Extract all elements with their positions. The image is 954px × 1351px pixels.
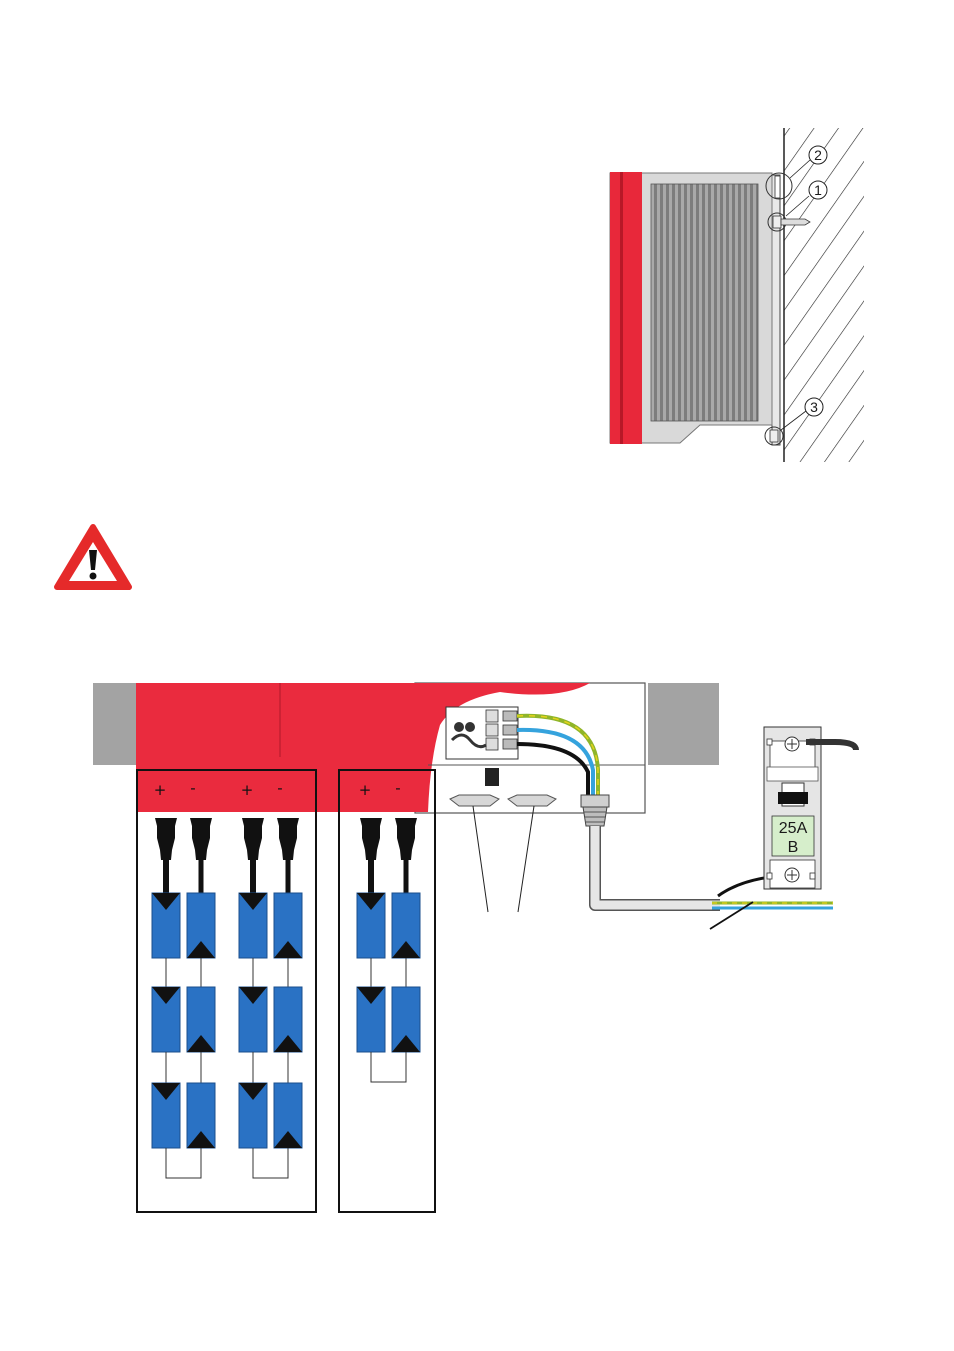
front-cover-red [610,172,642,444]
callout-3-label: 3 [810,399,818,415]
ac-terminal-block [445,706,519,760]
pv-string: +- [151,779,216,1179]
inverter-red-cover [136,683,590,812]
minus-connector [277,818,299,860]
down-arrow-icon [152,1083,180,1100]
ac-cable [589,826,720,911]
plus-connector [155,818,177,860]
blanking-plug-left [449,794,500,807]
pv-string-group: +-+- [136,769,317,1213]
bracket-hook-icon [765,172,793,200]
plus-connector [242,818,264,860]
mounting-bracket [771,174,781,446]
down-arrow-icon [152,987,180,1004]
wire-black [516,742,590,800]
pv-string: +- [238,779,303,1179]
pv-string: +- [356,779,421,1083]
string-group-frame [338,769,436,1213]
up-arrow-icon [274,1131,302,1148]
callout-1 [808,180,828,200]
pv-string-group: +- [338,769,436,1213]
callout-2-label: 2 [814,147,822,163]
string-group-frame [136,769,317,1213]
callout-1-label: 1 [814,182,822,198]
grid-supply-cable [806,739,859,751]
inverter-right-wing [648,683,719,765]
breaker-label-plate [771,815,815,857]
up-arrow-icon [392,941,420,958]
dc-switch [485,768,499,786]
minus-connector [190,818,212,860]
string-return-link [165,1148,202,1179]
wall-mount-side-view: 2 1 3 [609,128,864,462]
blanking-plug-right [507,794,557,807]
minus-connector [395,818,417,860]
string-return-link [252,1148,289,1179]
cable-gland-icon [580,794,610,827]
string-minus-label: - [277,779,282,797]
inverter-front-view [93,682,833,930]
plus-connector [360,818,382,860]
down-arrow-icon [239,1083,267,1100]
up-arrow-icon [274,1035,302,1052]
screw-terminal-icon [784,736,800,752]
string-plus-label: + [241,781,254,799]
breaker-rating: 25A [779,820,808,837]
inverter-left-wing [93,683,136,765]
wall-screw-icon [767,212,811,232]
up-arrow-icon [187,941,215,958]
warning-triangle-icon [54,524,132,590]
circuit-breaker: 25A B [763,726,859,890]
up-arrow-icon [274,941,302,958]
string-plus-label: + [154,781,167,799]
down-arrow-icon [239,987,267,1004]
up-arrow-icon [187,1131,215,1148]
down-arrow-icon [357,893,385,910]
wall [784,128,864,462]
pv-string-groups: +-+-+- [136,769,436,1213]
string-minus-label: - [395,779,400,797]
up-arrow-icon [187,1035,215,1052]
string-minus-label: - [190,779,195,797]
screw-terminal-icon [784,867,800,883]
heat-sink-fins [650,183,759,422]
down-arrow-icon [152,893,180,910]
wire-blue [516,727,595,800]
callout-3 [804,397,824,417]
up-arrow-icon [392,1035,420,1052]
callout-2 [808,145,828,165]
down-arrow-icon [357,987,385,1004]
breaker-type: B [788,839,799,856]
locking-screw-icon [764,426,784,446]
string-return-link [370,1052,407,1083]
down-arrow-icon [239,893,267,910]
string-plus-label: + [359,781,372,799]
